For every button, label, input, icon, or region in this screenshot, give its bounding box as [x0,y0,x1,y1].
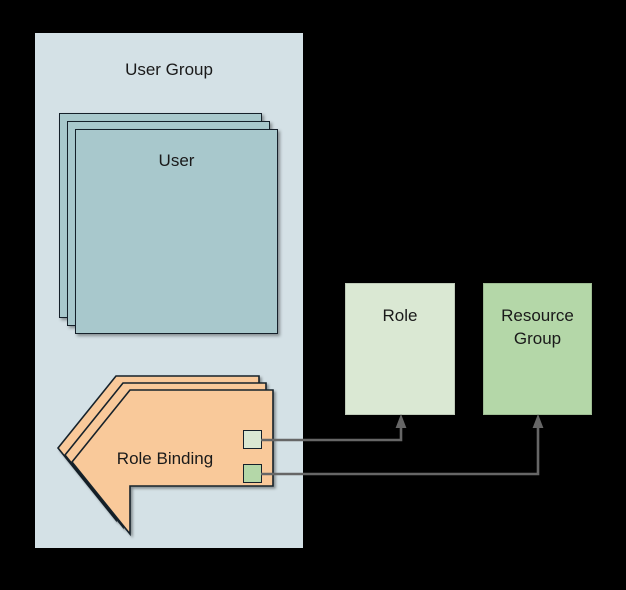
resource-group-box-label: Resource Group [501,306,574,348]
role-binding-shape [48,362,288,544]
role-swatch-icon [243,430,262,449]
user-label: User [158,151,195,170]
resource-group-swatch-icon [243,464,262,483]
user-group-title: User Group [125,60,213,79]
role-box-label: Role [382,306,418,325]
resource-group-box: Resource Group [483,283,592,415]
role-box: Role [345,283,455,415]
role-binding-label: Role Binding [116,449,214,468]
user-card-front [75,129,278,334]
